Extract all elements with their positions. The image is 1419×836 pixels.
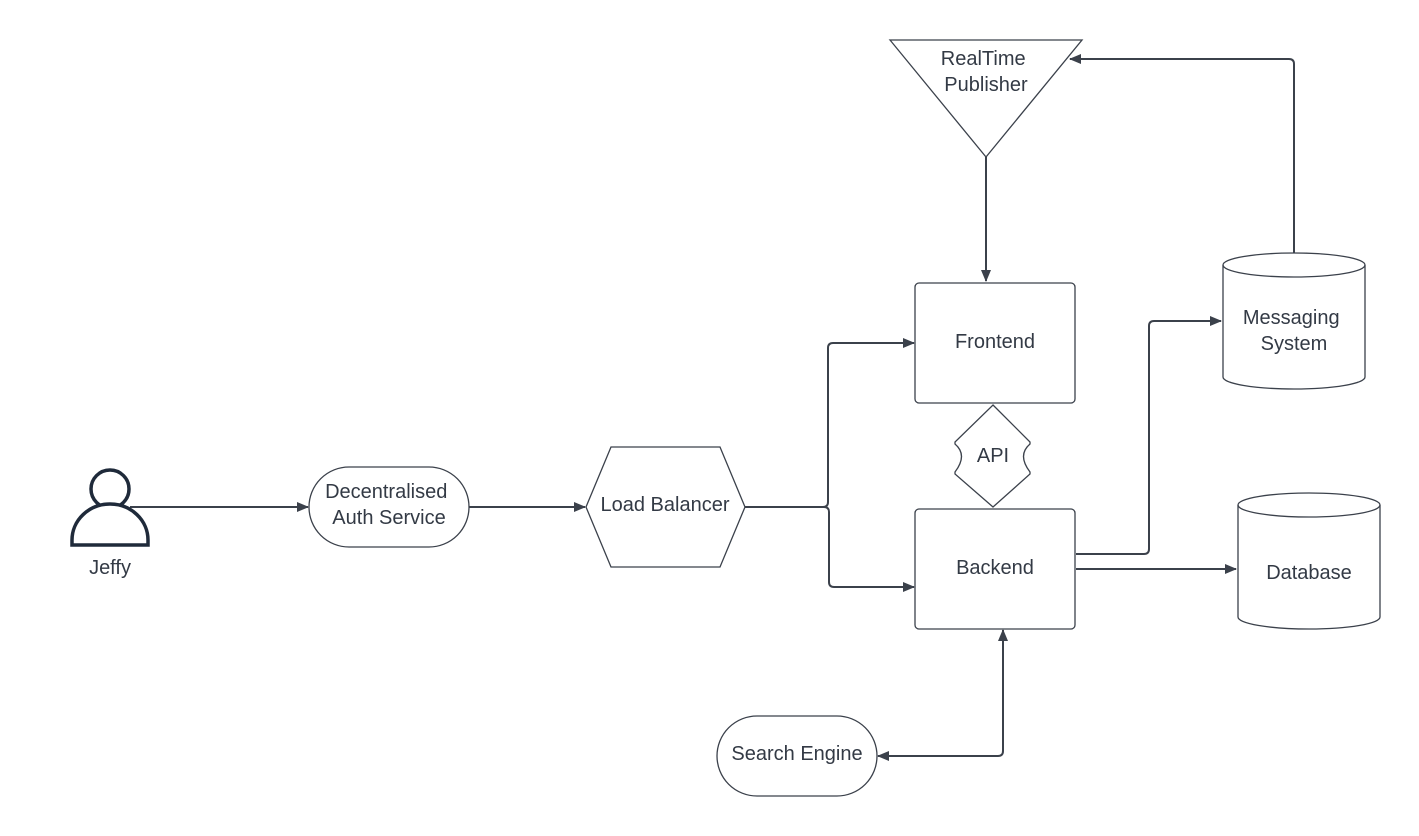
node-load-balancer: Load Balancer xyxy=(585,446,746,568)
actor-jeffy: Jeffy xyxy=(70,468,150,579)
edge-messaging-to-publisher xyxy=(1069,54,1295,253)
backend-label: Backend xyxy=(956,557,1034,579)
realtime-publisher-shape xyxy=(888,39,1084,159)
auth-service-label-line-1: Decentralised xyxy=(325,481,447,503)
edge-loadbalancer-to-backend xyxy=(745,506,915,592)
load-balancer-label: Load Balancer xyxy=(601,494,730,516)
frontend-label: Frontend xyxy=(955,331,1035,353)
actor-label: Jeffy xyxy=(89,557,131,579)
node-realtime-publisher: RealTime Publisher xyxy=(888,39,1084,159)
messaging-system-rim xyxy=(1222,264,1366,278)
load-balancer-shape xyxy=(585,446,746,568)
edge-backend-to-messaging xyxy=(1076,316,1222,555)
api-double-arrow-icon xyxy=(954,404,1031,508)
user-icon xyxy=(70,468,150,547)
auth-service-shape xyxy=(308,466,470,548)
messaging-system-label-line-1: Messaging xyxy=(1243,307,1340,329)
messaging-system-label-line-2: System xyxy=(1261,333,1328,355)
node-frontend: Frontend xyxy=(914,282,1076,404)
node-auth-service: Decentralised Auth Service xyxy=(308,466,470,548)
search-engine-label: Search Engine xyxy=(731,743,862,765)
edge-backend-searchengine xyxy=(877,629,1008,761)
node-backend: Backend xyxy=(914,508,1076,630)
messaging-system-shape xyxy=(1222,252,1366,390)
search-engine-shape xyxy=(716,715,878,797)
edge-loadbalancer-to-frontend xyxy=(745,338,915,508)
database-rim xyxy=(1237,504,1381,518)
auth-service-label: Decentralised Auth Service xyxy=(325,481,453,529)
realtime-publisher-label-line-1: RealTime xyxy=(941,48,1026,70)
node-api: API xyxy=(954,404,1031,508)
node-messaging-system: Messaging System xyxy=(1222,252,1366,390)
node-search-engine: Search Engine xyxy=(716,715,878,797)
api-label: API xyxy=(977,445,1009,467)
database-label: Database xyxy=(1266,562,1352,584)
backend-shape xyxy=(914,508,1076,630)
realtime-publisher-label: RealTime Publisher xyxy=(941,48,1031,96)
database-shape xyxy=(1237,492,1381,630)
frontend-shape xyxy=(914,282,1076,404)
messaging-system-label: Messaging System xyxy=(1243,307,1345,355)
node-database: Database xyxy=(1237,492,1381,630)
connectors xyxy=(130,54,1295,761)
auth-service-label-line-2: Auth Service xyxy=(332,507,445,529)
realtime-publisher-label-line-2: Publisher xyxy=(944,74,1028,96)
